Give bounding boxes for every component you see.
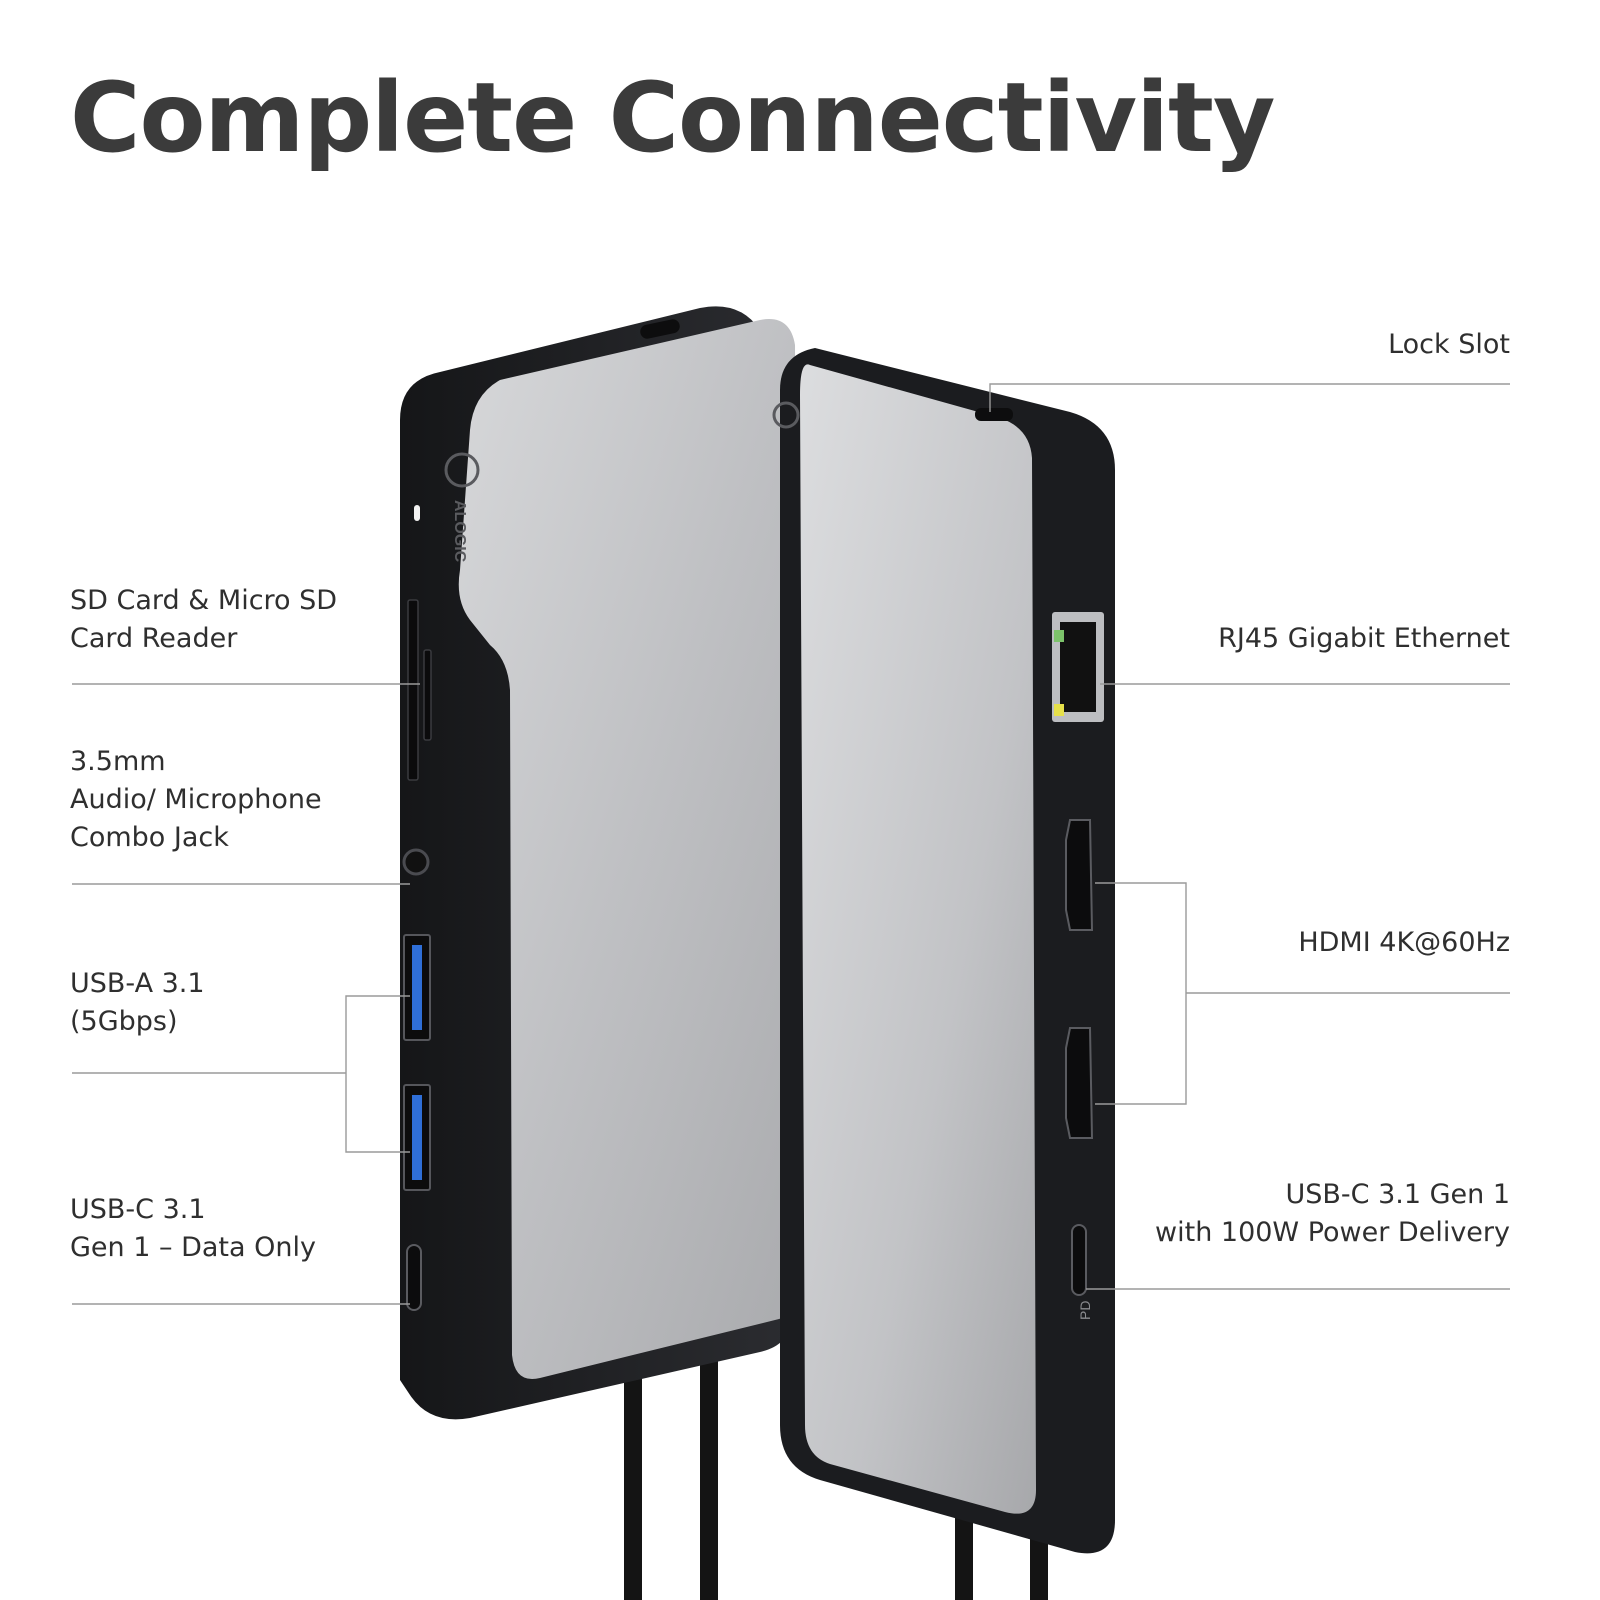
- label-line: with 100W Power Delivery: [1155, 1217, 1510, 1248]
- label-line: (5Gbps): [70, 1006, 178, 1037]
- label-line: 3.5mm: [70, 746, 166, 777]
- label-line: Card Reader: [70, 623, 238, 654]
- hdmi-port: [1065, 1027, 1094, 1139]
- label-line: SD Card & Micro SD: [70, 585, 338, 616]
- callout-lock-slot: [989, 383, 1510, 412]
- callout-usb-a-bracket: [345, 995, 410, 1153]
- label-audio-jack: 3.5mm Audio/ Microphone Combo Jack: [70, 743, 322, 857]
- callout-lines: [72, 383, 1510, 1305]
- label-line: HDMI 4K@60Hz: [1298, 927, 1510, 958]
- brand-logo-icon: [444, 452, 480, 488]
- usb-c-port: [406, 1244, 422, 1311]
- brand-logo-icon: [772, 401, 800, 429]
- label-rj45: RJ45 Gigabit Ethernet: [1218, 620, 1510, 658]
- label-lock-slot: Lock Slot: [1388, 326, 1510, 364]
- label-line: Gen 1 – Data Only: [70, 1232, 316, 1263]
- label-sd-card-reader: SD Card & Micro SD Card Reader: [70, 582, 337, 658]
- lock-slot-left: [640, 319, 680, 339]
- label-hdmi: HDMI 4K@60Hz: [1298, 924, 1510, 962]
- pd-mark: PD: [1077, 1301, 1093, 1320]
- label-line: USB-C 3.1: [70, 1194, 206, 1225]
- label-line: Lock Slot: [1388, 329, 1510, 360]
- page-title: Complete Connectivity: [70, 62, 1275, 174]
- label-line: RJ45 Gigabit Ethernet: [1218, 623, 1510, 654]
- label-line: Audio/ Microphone: [70, 784, 322, 815]
- label-usb-c-data: USB-C 3.1 Gen 1 – Data Only: [70, 1191, 316, 1267]
- status-led: [414, 505, 420, 521]
- left-hub: ALOGIC: [400, 306, 800, 1420]
- label-usb-a: USB-A 3.1 (5Gbps): [70, 965, 205, 1041]
- audio-jack: [402, 848, 430, 876]
- right-hub: PD: [772, 348, 1115, 1554]
- label-line: Combo Jack: [70, 822, 229, 853]
- micro-sd-slot: [423, 649, 432, 741]
- label-usb-c-pd: USB-C 3.1 Gen 1 with 100W Power Delivery: [1155, 1176, 1510, 1252]
- sd-card-slot: [407, 599, 419, 781]
- rj45-port: [1052, 612, 1104, 722]
- label-line: USB-A 3.1: [70, 968, 205, 999]
- brand-logo-text: ALOGIC: [451, 500, 468, 563]
- usb-c-pd-port: [1071, 1224, 1087, 1296]
- usb-a-port: [403, 934, 431, 1041]
- lock-slot: [975, 408, 1013, 421]
- label-line: USB-C 3.1 Gen 1: [1285, 1179, 1510, 1210]
- usb-a-port: [403, 1084, 431, 1191]
- hdmi-port: [1065, 819, 1094, 931]
